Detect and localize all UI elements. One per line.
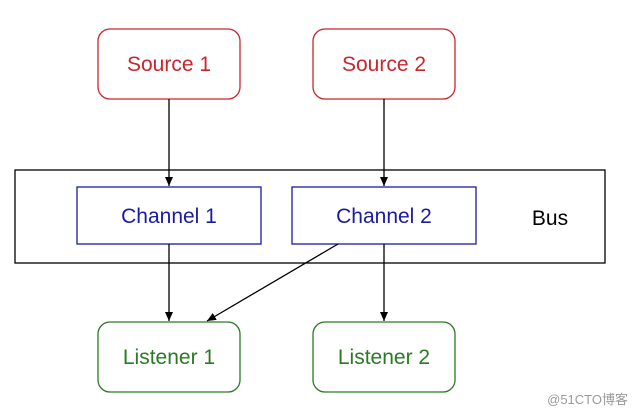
- listener-2-box: [312, 321, 456, 393]
- edge-channel2-listener1: [206, 243, 339, 322]
- source-1-label: Source 1: [127, 53, 211, 76]
- channel-1-label: Channel 1: [121, 205, 217, 228]
- listener-1-box: [97, 321, 241, 393]
- bus-label: Bus: [532, 207, 568, 230]
- channel-2-box: [291, 186, 477, 245]
- listener-2-label: Listener 2: [338, 346, 430, 369]
- source-2-label: Source 2: [342, 53, 426, 76]
- watermark-text: @51CTO博客: [547, 392, 628, 407]
- listener-1-label: Listener 1: [123, 346, 215, 369]
- channel-1-box: [76, 186, 262, 245]
- channel-2-label: Channel 2: [336, 205, 432, 228]
